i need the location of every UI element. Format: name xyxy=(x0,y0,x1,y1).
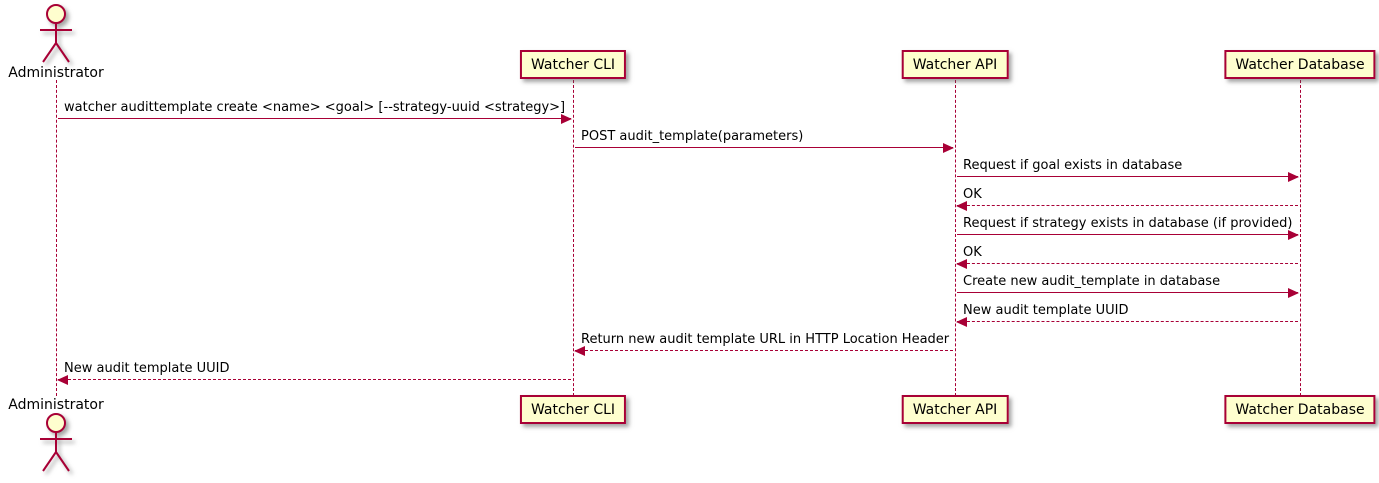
message-label-0: watcher audittemplate create <name> <goa… xyxy=(64,100,566,115)
message-label-2: Request if goal exists in database xyxy=(963,158,1183,173)
participant-box-api: Watcher API xyxy=(901,50,1009,79)
message-label-3: OK xyxy=(963,187,982,202)
message-label-9: New audit template UUID xyxy=(64,361,230,376)
message-label-8: Return new audit template URL in HTTP Lo… xyxy=(581,332,950,347)
message-line-4 xyxy=(957,234,1298,235)
message-arrowhead-8 xyxy=(574,346,585,356)
actor-label-bottom-administrator: Administrator xyxy=(8,397,104,413)
message-label-4: Request if strategy exists in database (… xyxy=(963,216,1293,231)
participant-box-cli: Watcher CLI xyxy=(519,50,627,79)
message-arrowhead-7 xyxy=(956,317,967,327)
actor-figure-bottom-administrator xyxy=(34,412,78,478)
message-arrowhead-2 xyxy=(1288,172,1299,182)
message-label-6: Create new audit_template in database xyxy=(963,274,1221,289)
message-line-2 xyxy=(957,176,1298,177)
message-label-7: New audit template UUID xyxy=(963,303,1129,318)
message-line-1 xyxy=(575,147,953,148)
message-line-7 xyxy=(957,321,1298,322)
message-arrowhead-3 xyxy=(956,201,967,211)
message-line-6 xyxy=(957,292,1298,293)
message-label-1: POST audit_template(parameters) xyxy=(581,129,804,144)
message-arrowhead-4 xyxy=(1288,230,1299,240)
message-line-8 xyxy=(575,350,953,351)
participant-box-db: Watcher Database xyxy=(1224,50,1376,79)
lifeline-db xyxy=(1300,80,1301,396)
message-line-0 xyxy=(58,118,571,119)
message-line-3 xyxy=(957,205,1298,206)
message-arrowhead-5 xyxy=(956,259,967,269)
participant-box-bottom-db: Watcher Database xyxy=(1224,395,1376,424)
lifeline-cli xyxy=(573,80,574,396)
message-arrowhead-9 xyxy=(57,375,68,385)
message-line-9 xyxy=(58,379,571,380)
actor-figure-administrator xyxy=(34,3,78,69)
actor-label-administrator: Administrator xyxy=(8,65,104,81)
lifeline-api xyxy=(955,80,956,396)
message-label-5: OK xyxy=(963,245,982,260)
participant-box-bottom-api: Watcher API xyxy=(901,395,1009,424)
message-arrowhead-1 xyxy=(943,143,954,153)
lifeline-administrator xyxy=(56,80,57,396)
message-arrowhead-0 xyxy=(561,114,572,124)
message-line-5 xyxy=(957,263,1298,264)
participant-box-bottom-cli: Watcher CLI xyxy=(519,395,627,424)
message-arrowhead-6 xyxy=(1288,288,1299,298)
